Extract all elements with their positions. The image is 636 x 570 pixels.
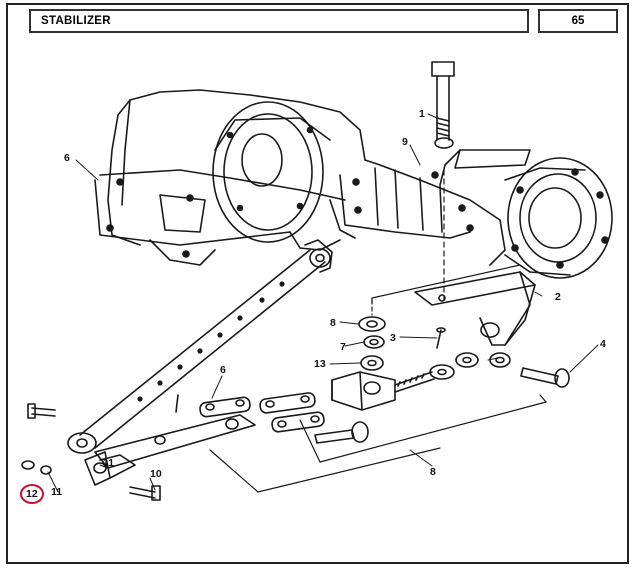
callout-11[interactable]: 11 xyxy=(51,486,63,498)
callout-6[interactable]: 6 xyxy=(220,364,226,376)
hardware-stack xyxy=(358,299,446,371)
small-hardware-left xyxy=(21,403,161,501)
highlight-circle-12 xyxy=(20,484,44,504)
drawing-frame xyxy=(6,3,629,564)
callout-3[interactable]: 3 xyxy=(390,332,396,344)
stabilizer-link xyxy=(67,239,333,454)
callout-10[interactable]: 10 xyxy=(150,468,162,480)
bolt-long xyxy=(431,61,455,301)
page-number: 65 xyxy=(538,9,618,33)
callout-6-housing[interactable]: 6 xyxy=(64,152,70,164)
turnbuckle xyxy=(331,352,511,411)
lower-bar xyxy=(84,414,256,486)
callout-8[interactable]: 8 xyxy=(330,317,336,329)
housing-bolt-holes xyxy=(106,126,609,269)
callout-13[interactable]: 13 xyxy=(314,358,326,370)
callout-9[interactable]: 9 xyxy=(402,136,408,148)
callout-4[interactable]: 4 xyxy=(600,338,606,350)
clevis-pin xyxy=(520,367,570,388)
assembly-braces xyxy=(209,264,547,493)
leader-lines xyxy=(47,113,599,493)
callout-8-lower[interactable]: 8 xyxy=(430,466,436,478)
callout-1[interactable]: 1 xyxy=(419,108,425,120)
axle-housing xyxy=(94,89,613,279)
diagram-title: STABILIZER xyxy=(29,9,529,33)
pin xyxy=(314,421,369,444)
callout-11-mid[interactable]: 11 xyxy=(103,457,115,469)
callout-2[interactable]: 2 xyxy=(555,291,561,303)
link-holes xyxy=(137,281,285,402)
bracket xyxy=(414,271,536,346)
callout-7[interactable]: 7 xyxy=(340,341,346,353)
link-plates xyxy=(175,392,325,433)
